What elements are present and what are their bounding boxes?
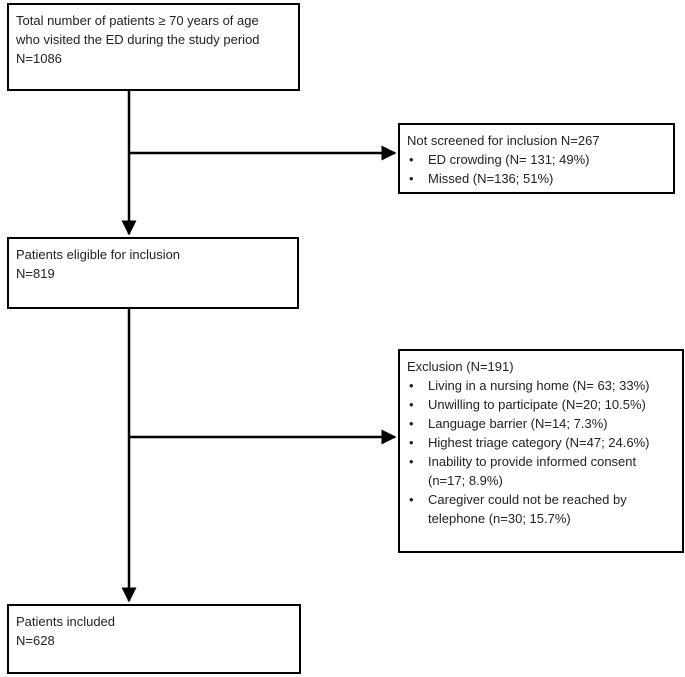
eligible-count: N=819	[16, 266, 55, 281]
exclusion-item: Inability to provide informed consent (n…	[407, 452, 675, 490]
exclusion-title: Exclusion (N=191)	[407, 359, 514, 374]
exclusion-item: Living in a nursing home (N= 63; 33%)	[407, 376, 675, 395]
not-screened-title: Not screened for inclusion N=267	[407, 133, 600, 148]
exclusion-item: Unwilling to participate (N=20; 10.5%)	[407, 395, 675, 414]
total-line-1: Total number of patients ≥ 70 years of a…	[16, 13, 259, 28]
total-line-2: who visited the ED during the study peri…	[16, 32, 260, 47]
total-patients-box: Total number of patients ≥ 70 years of a…	[7, 3, 300, 91]
included-box: Patients included N=628	[7, 604, 301, 674]
exclusion-box: Exclusion (N=191) Living in a nursing ho…	[398, 349, 684, 553]
included-title: Patients included	[16, 614, 116, 629]
total-count: N=1086	[16, 51, 62, 66]
included-count: N=628	[16, 633, 55, 648]
exclusion-item: Caregiver could not be reached by teleph…	[407, 490, 675, 528]
not-screened-item: ED crowding (N= 131; 49%)	[407, 150, 666, 169]
not-screened-item: Missed (N=136; 51%)	[407, 169, 666, 188]
exclusion-item: Language barrier (N=14; 7.3%)	[407, 414, 675, 433]
not-screened-box: Not screened for inclusion N=267 ED crow…	[398, 123, 675, 194]
eligible-title: Patients eligible for inclusion	[16, 247, 181, 262]
eligible-box: Patients eligible for inclusion N=819	[7, 237, 299, 309]
exclusion-item: Highest triage category (N=47; 24.6%)	[407, 433, 675, 452]
